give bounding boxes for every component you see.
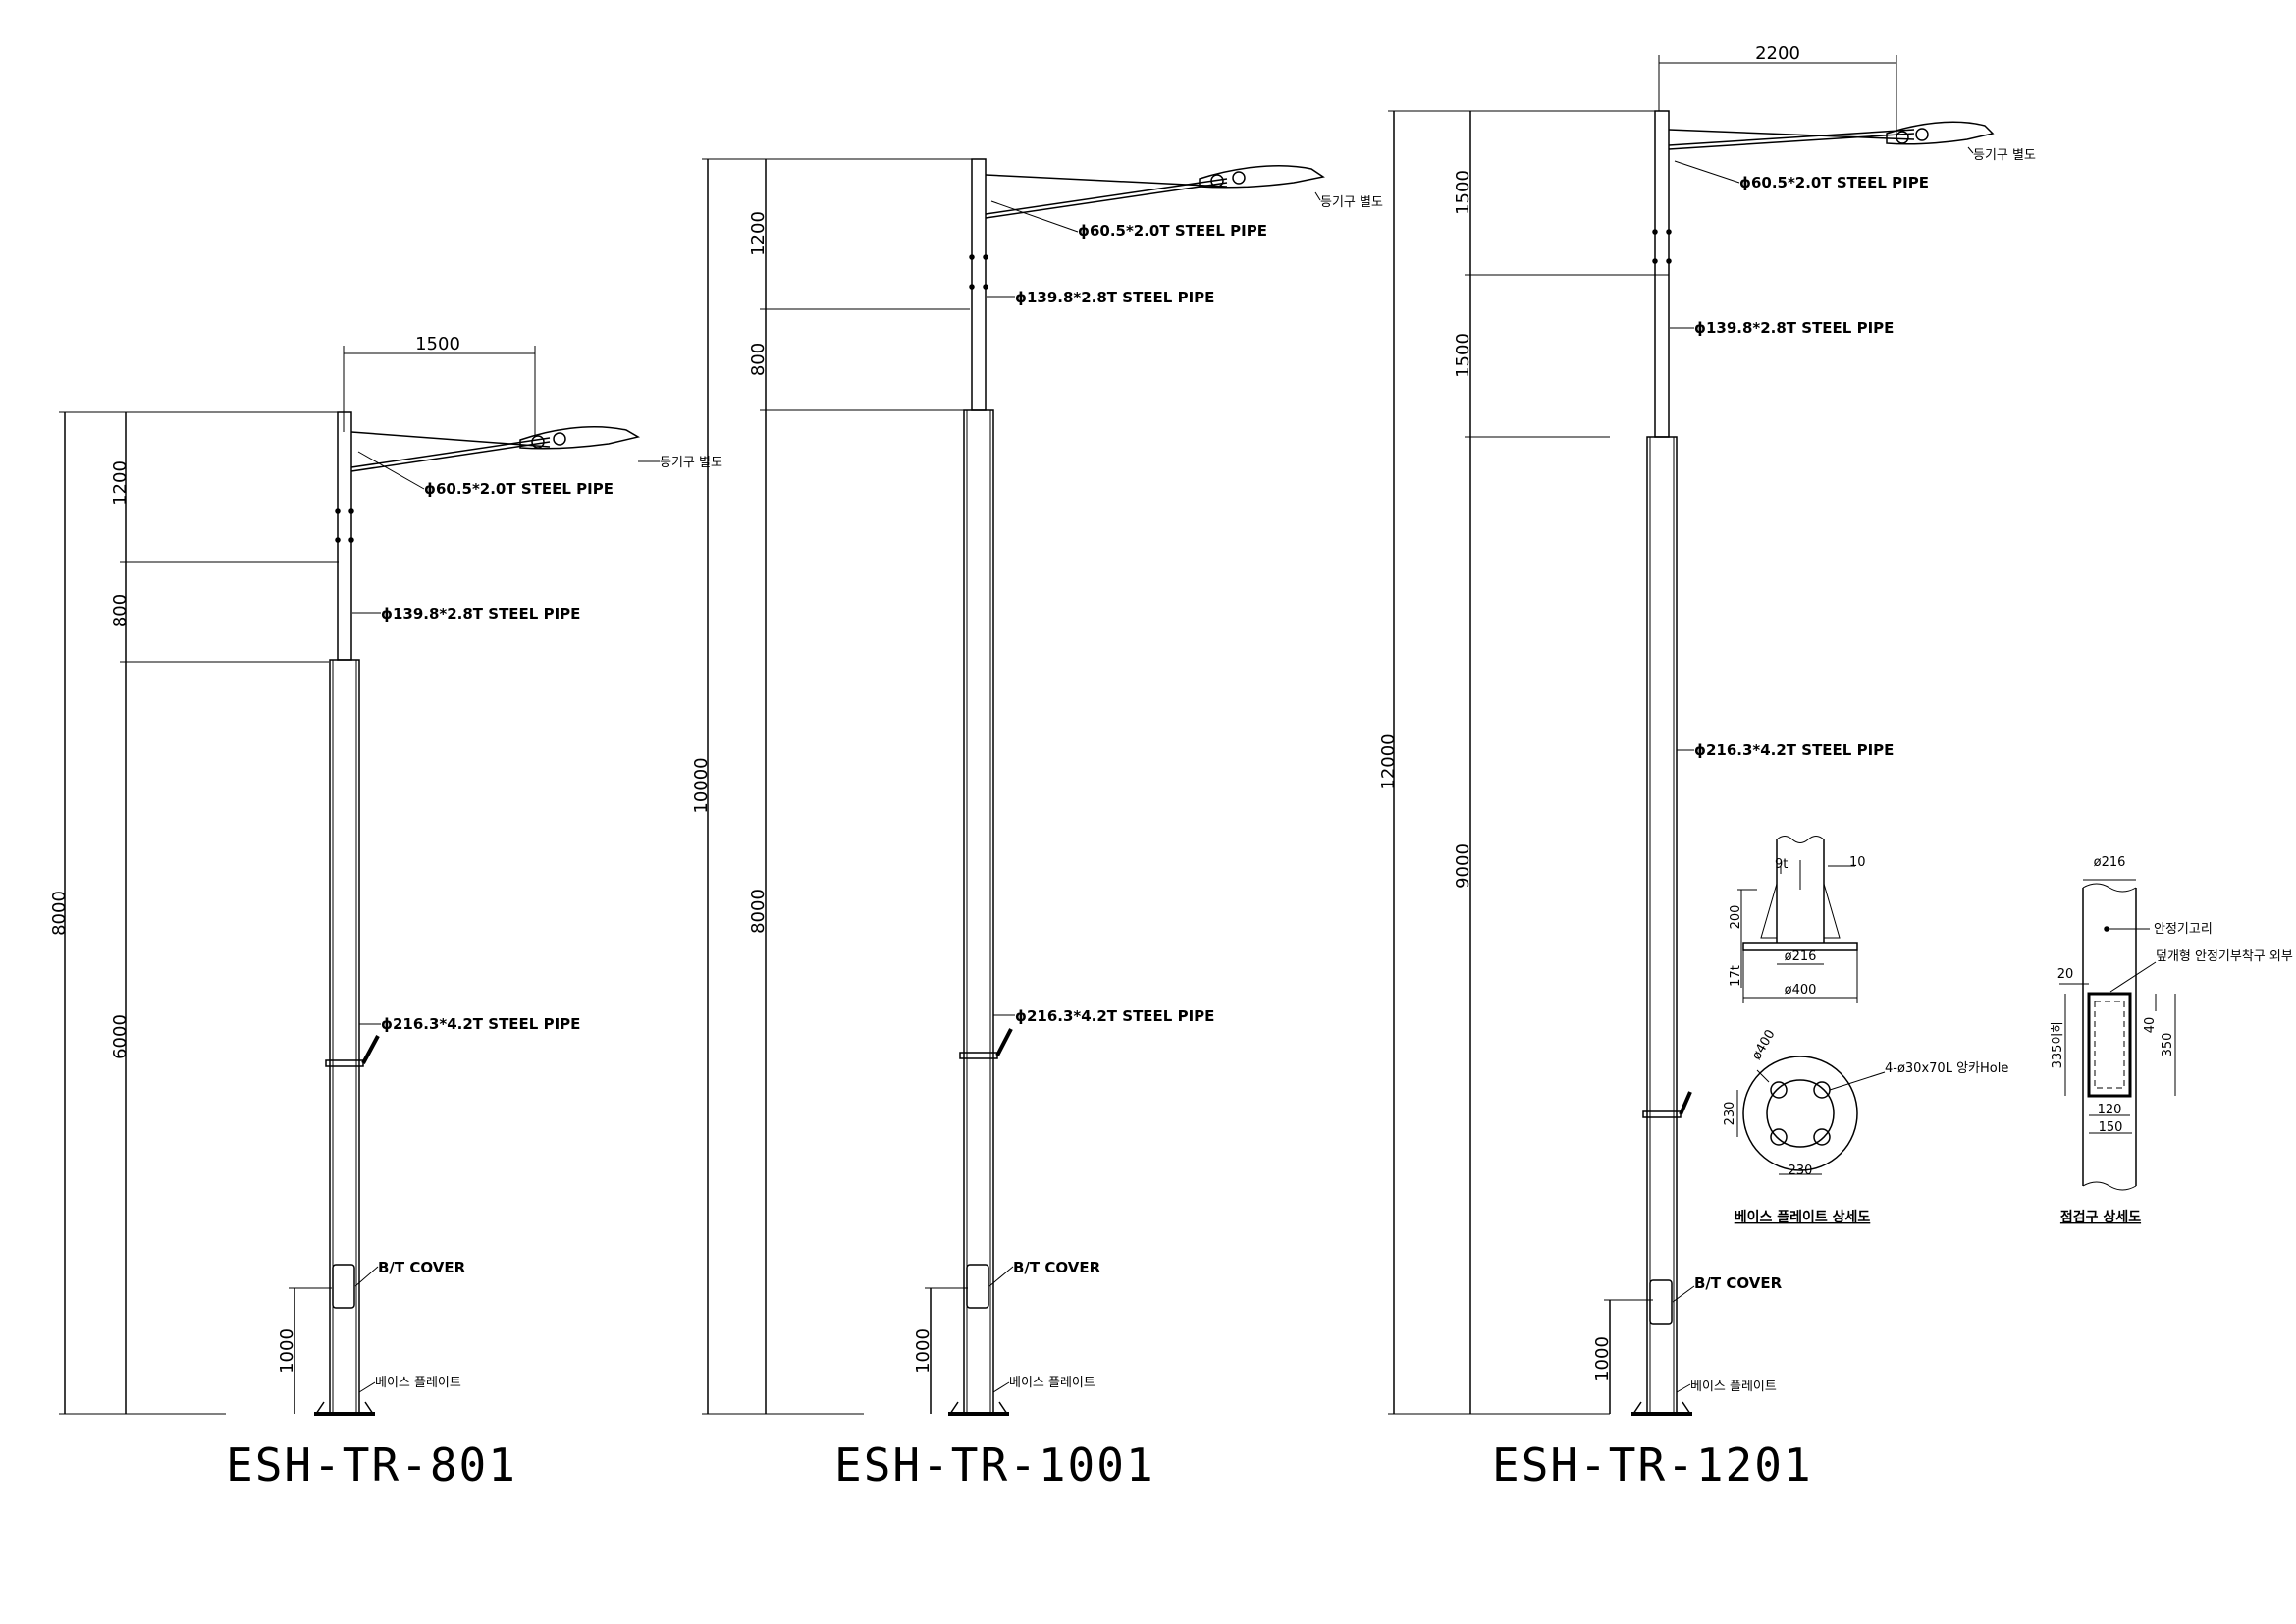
label-low-pipe-1001: ϕ216.3*4.2T STEEL PIPE (1015, 1007, 1214, 1025)
inspection-door (2087, 992, 2132, 1098)
label-low-pipe-1201: ϕ216.3*4.2T STEEL PIPE (1694, 741, 1894, 759)
drawing-title-1201: ESH-TR-1201 (1492, 1438, 1813, 1491)
dim-d400: ø400 (1785, 983, 1817, 998)
dim-arm-1201: 2200 (1755, 43, 1800, 64)
pole-lower-section (963, 409, 994, 1415)
drawing-title-1001: ESH-TR-1001 (834, 1438, 1155, 1491)
door-detail-title: 점검구 상세도 (2060, 1209, 2141, 1225)
door-hook-label: 안정기고리 (2154, 922, 2213, 937)
label-arm-pipe-801: ϕ60.5*2.0T STEEL PIPE (424, 480, 614, 498)
label-lamp-1201: 등기구 별도 (1973, 148, 2036, 163)
label-cover-1001: B/T COVER (1013, 1259, 1101, 1276)
label-lamp-801: 등기구 별도 (660, 456, 722, 470)
dim-9t: 9t (1775, 857, 1788, 872)
label-mid-pipe-1001: ϕ139.8*2.8T STEEL PIPE (1015, 289, 1214, 306)
door-dim-150: 150 (2099, 1120, 2123, 1135)
label-base-801: 베이스 플레이트 (375, 1376, 461, 1390)
pole-top-section (337, 411, 352, 661)
door-dim-40: 40 (2143, 1017, 2158, 1034)
arm-pipe (985, 182, 1228, 219)
band-clamp (325, 1059, 364, 1067)
bt-cover (966, 1264, 989, 1309)
dim-arm-801: 1500 (415, 334, 460, 354)
dim-mid-1201: 1500 (1453, 333, 1473, 378)
dim-lower-1201: 9000 (1453, 843, 1473, 889)
label-arm-pipe-1201: ϕ60.5*2.0T STEEL PIPE (1739, 174, 1929, 191)
dim-top-1001: 1200 (748, 211, 769, 256)
door-dim-d216: ø216 (2094, 855, 2126, 870)
drawing-title-801: ESH-TR-801 (226, 1438, 517, 1491)
bt-cover (332, 1264, 355, 1309)
bt-cover (1649, 1279, 1673, 1325)
base-detail-title: 베이스 플레이트 상세도 (1735, 1209, 1871, 1225)
dim-17t: 17t (1729, 965, 1743, 987)
pole-esh-tr-801: ESH-TR-801 8000 1200 800 6000 1000 1500 … (49, 334, 722, 1491)
dim-base-1201: 1000 (1592, 1336, 1613, 1381)
pole-top-section (1654, 110, 1670, 438)
label-low-pipe-801: ϕ216.3*4.2T STEEL PIPE (381, 1015, 580, 1033)
dim-mid-801: 800 (110, 594, 131, 627)
dim-total-1201: 12000 (1378, 733, 1399, 789)
lamp-head (1199, 164, 1325, 189)
pole-top-section (971, 158, 987, 411)
dim-bolt: 4-ø30x70L 앙카Hole (1885, 1061, 2008, 1076)
arm-pipe (1668, 133, 1915, 150)
label-mid-pipe-1201: ϕ139.8*2.8T STEEL PIPE (1694, 319, 1894, 337)
label-arm-pipe-1001: ϕ60.5*2.0T STEEL PIPE (1078, 222, 1267, 240)
dim-mid-1001: 800 (748, 343, 769, 376)
label-mid-pipe-801: ϕ139.8*2.8T STEEL PIPE (381, 605, 580, 623)
label-cover-801: B/T COVER (378, 1259, 466, 1276)
door-dim-350: 350 (2161, 1033, 2175, 1057)
base-plate-section (1742, 942, 1858, 951)
lamp-head (1886, 121, 1995, 145)
label-base-1001: 베이스 플레이트 (1009, 1376, 1095, 1390)
base-plate-plan (1742, 1056, 1858, 1171)
dim-pcd: ø400 (1749, 1027, 1778, 1062)
dim-base-1001: 1000 (913, 1328, 934, 1374)
dim-rib: 10 (1849, 855, 1866, 870)
dim-top-1201: 1500 (1453, 170, 1473, 215)
dim-d216: ø216 (1785, 949, 1817, 964)
pole-esh-tr-1201: ESH-TR-1201 12000 1500 1500 9000 1000 22… (1378, 43, 2036, 1491)
dim-200: 200 (1729, 905, 1743, 930)
door-dim-335: 335이하 (2051, 1021, 2065, 1069)
dim-lower-1001: 8000 (748, 889, 769, 934)
dim-lower-801: 6000 (110, 1014, 131, 1059)
dim-top-801: 1200 (110, 460, 131, 506)
pole-lower-section (1646, 436, 1678, 1415)
dim-base-801: 1000 (277, 1328, 297, 1374)
label-base-1201: 베이스 플레이트 (1690, 1380, 1777, 1394)
door-note-label: 덮개형 안정기부착구 외부 (2156, 949, 2293, 964)
inspection-door-detail: ø216 안정기고리 덮개형 안정기부착구 외부 20 335이하 40 350… (2051, 855, 2293, 1225)
label-cover-1201: B/T COVER (1694, 1274, 1783, 1292)
base-plate-detail: 9t 10 200 17t ø216 ø400 ø400 4-ø30x70L 앙… (1723, 836, 2008, 1225)
dim-total-1001: 10000 (691, 757, 712, 813)
label-lamp-1001: 등기구 별도 (1320, 195, 1383, 210)
door-dim-20: 20 (2057, 967, 2074, 982)
dim-230-y: 230 (1723, 1102, 1737, 1126)
pole-esh-tr-1001: ESH-TR-1001 10000 1200 800 8000 1000 ϕ60… (691, 158, 1383, 1491)
dim-230-x: 230 (1789, 1164, 1813, 1178)
lamp-head (519, 425, 641, 450)
dim-total-801: 8000 (49, 891, 70, 936)
door-dim-120: 120 (2098, 1103, 2122, 1117)
